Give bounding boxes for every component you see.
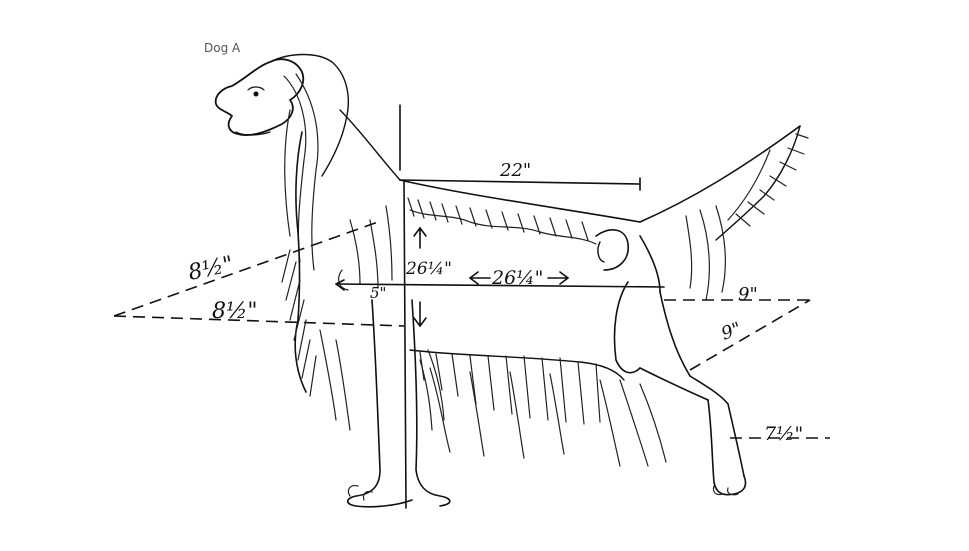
setter-dog-outline xyxy=(214,53,809,508)
label-shoulder-lower: 8½" xyxy=(212,299,257,324)
label-upper-thigh: 9" xyxy=(738,284,758,305)
label-chest-depth: 5" xyxy=(370,284,386,302)
label-hock: 7½" xyxy=(764,423,803,445)
measurement-lines xyxy=(113,104,830,509)
label-height: 26¼" xyxy=(405,259,452,279)
label-shoulder-upper: 8½" xyxy=(186,252,236,286)
label-body-length: 26¼" xyxy=(491,267,543,289)
diagram-caption: Dog A xyxy=(204,41,241,55)
measurement-labels: 22" 8½" 8½" 26¼" 26¼" 5" 9" 9" 7½" xyxy=(186,160,803,445)
label-back-length: 22" xyxy=(499,160,531,181)
